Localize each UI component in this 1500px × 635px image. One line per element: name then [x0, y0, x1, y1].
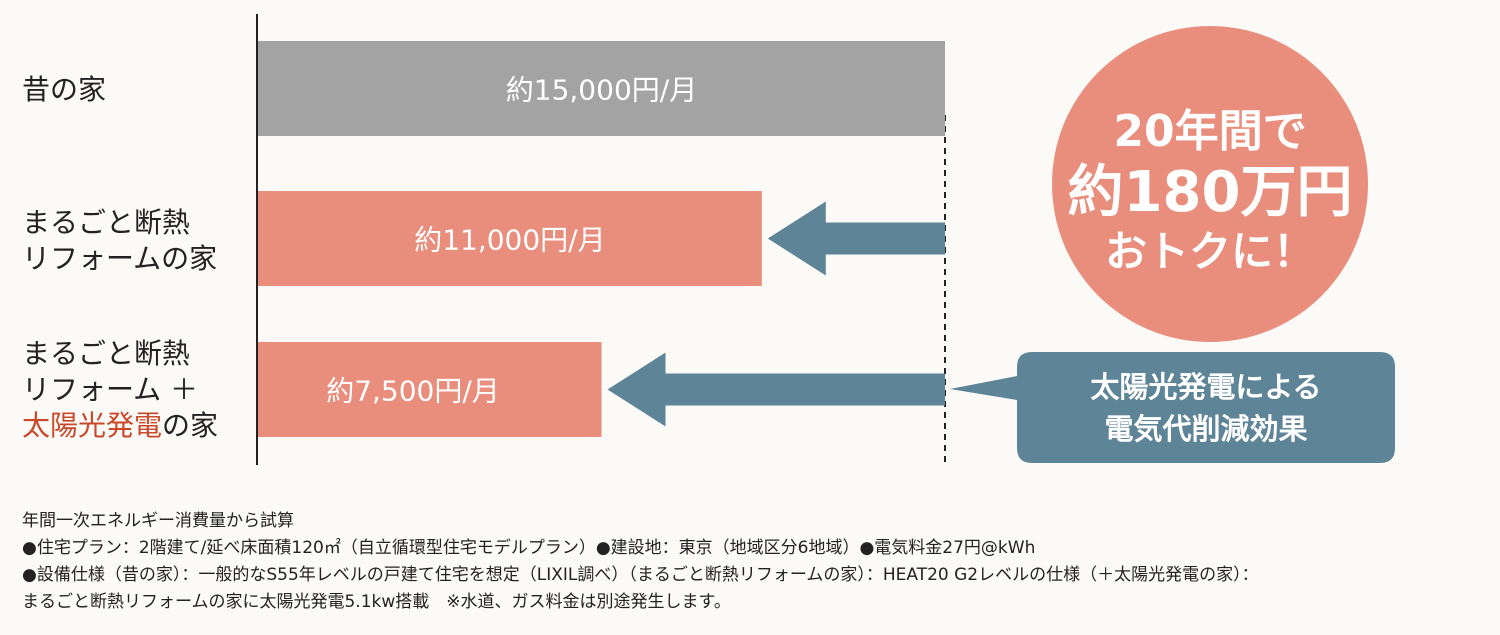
bar-value-label-3: 約7,500円/月 [326, 375, 500, 408]
bubble-line-2: 電気代削減効果 [1104, 412, 1307, 446]
category-label-line: 昔の家 [22, 73, 107, 106]
bar-value-label-2: 約11,000円/月 [414, 224, 605, 257]
note-calculation-basis: 年間一次エネルギー消費量から試算 [22, 511, 294, 531]
bar-value-label-1: 約15,000円/月 [506, 74, 697, 107]
solar-effect-speech-bubble [950, 352, 1395, 463]
bubble-line-1: 太陽光発電による [1090, 370, 1321, 404]
category-label-insulation-solar: まるごと断熱 リフォーム ＋ 太陽光発電の家 [22, 336, 218, 444]
category-label-line: リフォーム ＋ [22, 373, 199, 406]
category-label-line: リフォームの家 [22, 242, 218, 275]
category-label-line: まるごと断熱 [22, 206, 191, 239]
bar-2 [258, 191, 762, 286]
arrows-layer [607, 201, 945, 427]
note-solar-and-exclusions: まるごと断熱リフォームの家に太陽光発電5.1kw搭載 ※水道、ガス料金は別途発生… [22, 592, 731, 612]
note-house-plan: ●住宅プラン：2階建て/延べ床面積120㎡（自立循環型住宅モデルプラン）●建設地… [22, 538, 1036, 558]
reduction-arrow-3 [607, 352, 945, 427]
bar-3 [258, 342, 602, 437]
callout-line-1: 20年間で [1113, 106, 1306, 157]
category-label-line: 太陽光発電の家 [22, 408, 218, 444]
bar-1 [258, 41, 945, 136]
savings-callout-circle [1052, 26, 1368, 342]
callout-line-2: 約180万円 [1068, 160, 1353, 225]
solar-highlight-text: 太陽光発電 [22, 409, 163, 442]
category-label-suffix: の家 [162, 409, 219, 442]
category-label-line: まるごと断熱 [22, 337, 191, 370]
note-equipment-spec: ●設備仕様（昔の家）：一般的なS55年レベルの戸建て住宅を想定（LIXIL調べ）… [22, 565, 1259, 585]
reduction-arrow-2 [767, 201, 945, 276]
category-label-old-house: 昔の家 [22, 72, 106, 108]
callout-line-3: おトクに！ [1105, 227, 1315, 276]
category-label-insulation-reform: まるごと断熱 リフォームの家 [22, 205, 217, 277]
